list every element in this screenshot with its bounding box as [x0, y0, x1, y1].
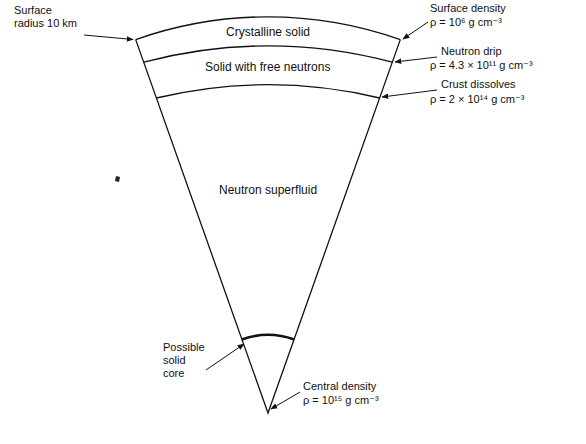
core-arc — [242, 335, 294, 339]
annotation-label: ρ = 10⁶ g cm⁻³ — [430, 16, 502, 29]
surface-arc — [136, 17, 401, 40]
annotation-label: Possible solid core — [163, 341, 207, 380]
annotation-label: Central density — [303, 380, 376, 393]
layer-band: Crystalline solid — [223, 24, 313, 40]
wedge-edge — [136, 40, 401, 413]
leader-line — [271, 392, 300, 409]
speck — [115, 176, 120, 182]
layer-band: Neutron superfluid — [216, 182, 320, 198]
leader-line — [403, 22, 428, 39]
neutron-drip-arc — [144, 46, 392, 62]
crust-boundary-arc — [156, 85, 379, 98]
annotation-label: ρ = 4.3 × 10¹¹ g cm⁻³ — [430, 59, 533, 72]
layer-band: Solid with free neutrons — [202, 59, 333, 75]
annotation-label: Crust dissolves — [441, 78, 516, 91]
annotation-label: Surface density — [430, 2, 506, 15]
leader-line — [206, 344, 244, 370]
leader-line — [84, 35, 133, 40]
band-label: Neutron superfluid — [219, 183, 317, 197]
annotation-label: ρ = 10¹⁵ g cm⁻³ — [303, 394, 379, 407]
annotation-label: Neutron drip — [441, 45, 502, 58]
annotation-label: Surface radius 10 km — [14, 4, 81, 30]
annotation-label: ρ = 2 × 10¹⁴ g cm⁻³ — [430, 93, 524, 106]
leader-line — [382, 90, 437, 97]
band-label: Solid with free neutrons — [205, 60, 330, 74]
band-label: Crystalline solid — [226, 25, 310, 39]
